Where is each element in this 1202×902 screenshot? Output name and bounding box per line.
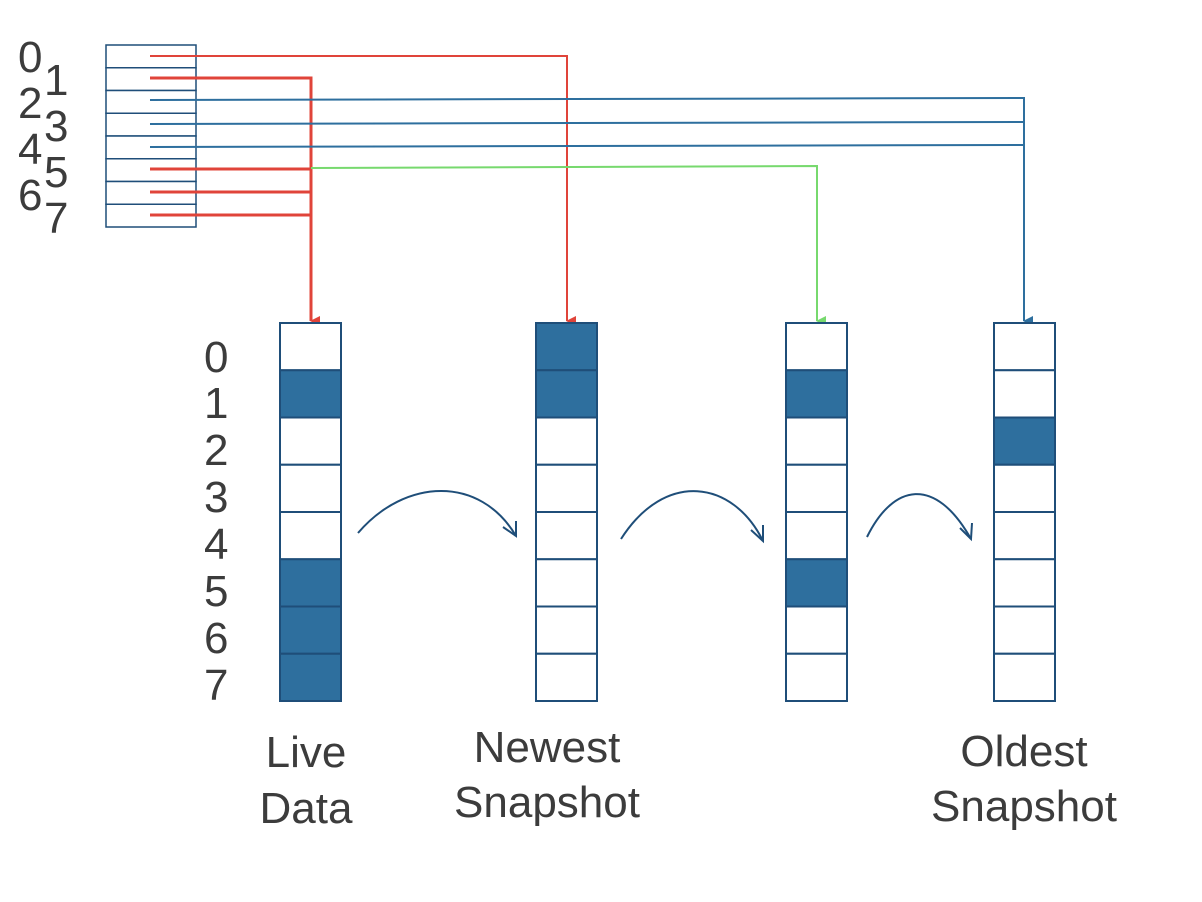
flow-arrows [357,490,973,544]
middle-block-4-empty [785,511,848,561]
index-label-5: 5 [44,148,68,197]
index-label-2: 2 [18,79,42,128]
row-label-6: 6 [204,614,228,663]
index-label-1: 1 [44,56,68,105]
live-block-7-filled [279,652,342,702]
middle-block-6-empty [785,605,848,655]
row-label-7: 7 [204,661,228,710]
live-block-0-empty [279,322,342,372]
index-cell-2 [105,89,197,114]
middle-block-1-filled [785,369,848,419]
index-table-cells [105,44,197,228]
oldest-block-2-filled [993,416,1056,466]
newest-block-2-empty [535,416,598,466]
newest-block-3-empty [535,463,598,513]
newest-snapshot-column [535,322,598,702]
caption-oldest-line1: Oldest [960,727,1087,776]
caption-live-line1: Live [266,728,347,777]
index-label-4: 4 [18,125,42,174]
caption-oldest-line2: Snapshot [931,782,1117,831]
pointer-2-to-oldest [149,96,1033,326]
live-block-4-empty [279,511,342,561]
newest-block-0-filled [535,322,598,372]
pointer-3-to-oldest [149,121,1025,125]
middle-block-5-filled [785,558,848,608]
live-block-2-empty [279,416,342,466]
pointer-1-to-live [150,76,320,326]
newest-block-6-empty [535,605,598,655]
oldest-block-5-empty [993,558,1056,608]
middle-block-2-empty [785,416,848,466]
index-label-0: 0 [18,33,42,82]
middle-block-0-empty [785,322,848,372]
live-block-5-filled [279,558,342,608]
pointer-4-to-oldest [149,144,1025,148]
newest-block-5-empty [535,558,598,608]
oldest-block-4-empty [993,511,1056,561]
oldest-block-7-empty [993,652,1056,702]
oldest-block-3-empty [993,463,1056,513]
row-label-0: 0 [204,333,228,382]
caption-newest-line2: Snapshot [454,778,640,827]
index-table-labels: 0 1 2 3 4 5 6 7 [18,33,68,243]
live-block-3-empty [279,463,342,513]
index-label-3: 3 [44,102,68,151]
captions: Live Data Newest Snapshot Oldest Snapsho… [260,723,1117,833]
live-data-column [279,322,342,702]
index-label-7: 7 [44,194,68,243]
caption-live-line2: Data [260,784,353,833]
index-label-6: 6 [18,171,42,220]
row-label-4: 4 [204,520,228,569]
row-label-3: 3 [204,473,228,522]
oldest-block-1-empty [993,369,1056,419]
live-block-6-filled [279,605,342,655]
newest-block-4-empty [535,511,598,561]
row-label-1: 1 [204,379,228,428]
caption-newest-line1: Newest [474,723,621,772]
newest-block-1-filled [535,369,598,419]
row-label-2: 2 [204,426,228,475]
oldest-snapshot-column [993,322,1056,702]
index-table: 0 1 2 3 4 5 6 7 [18,33,197,243]
middle-block-7-empty [785,652,848,702]
flow-arrow-middle-to-oldest [866,493,973,542]
live-block-1-filled [279,369,342,419]
middle-block-3-empty [785,463,848,513]
row-label-5: 5 [204,567,228,616]
oldest-block-0-empty [993,322,1056,372]
flow-arrow-newest-to-middle [620,490,764,544]
flow-arrow-live-to-newest [357,490,517,538]
pointer-lines [149,55,1033,326]
oldest-block-6-empty [993,605,1056,655]
row-labels: 0 1 2 3 4 5 6 7 [204,333,228,710]
middle-snapshot-column [785,322,848,702]
newest-block-7-empty [535,652,598,702]
pointer-5-to-middle [310,164,826,326]
pointer-0-to-newest [150,55,576,326]
